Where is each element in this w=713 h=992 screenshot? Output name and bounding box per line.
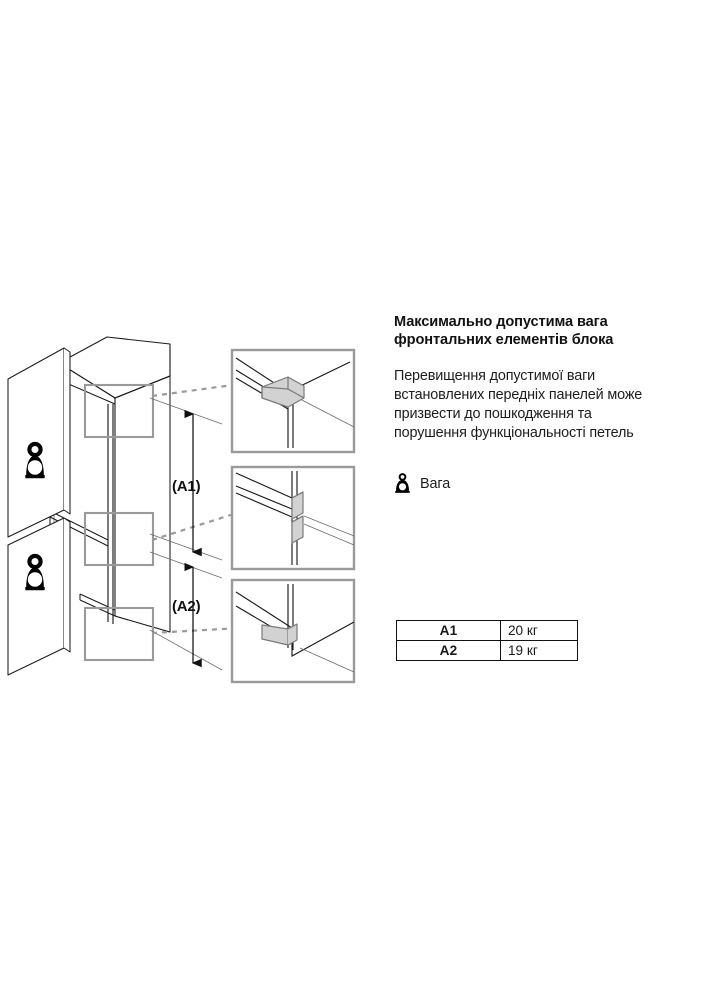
upper-door-panel bbox=[7, 347, 71, 538]
legend-label: Вага bbox=[420, 475, 451, 492]
warning-paragraph: Перевищення допустимої ваги встановлених… bbox=[394, 367, 643, 442]
text-column: Максимально допустима вага фронтальних е… bbox=[394, 314, 702, 444]
door-panels bbox=[7, 347, 71, 676]
detail-view-middle-hinge bbox=[230, 465, 356, 571]
leader-lines bbox=[151, 382, 241, 635]
cabinet-bottom bbox=[114, 600, 171, 633]
callout-box-top bbox=[83, 383, 155, 439]
dimension-label-a1: (A1) bbox=[172, 478, 201, 495]
leader-line-top bbox=[151, 382, 241, 398]
hinge-block-upper bbox=[291, 491, 304, 520]
detail-view-bottom-hinge bbox=[230, 578, 356, 684]
hinge-block bbox=[261, 376, 305, 408]
dimension-label-a2: (A2) bbox=[172, 598, 201, 615]
weight-icon bbox=[25, 553, 45, 591]
weight-limit-table: A1 20 кг A2 19 кг bbox=[396, 620, 578, 661]
table-cell-code: A1 bbox=[396, 620, 501, 641]
table-cell-value: 20 кг bbox=[500, 620, 578, 641]
hinge-block-lower bbox=[291, 515, 304, 544]
hinge-block bbox=[261, 623, 298, 646]
table-row: A2 19 кг bbox=[396, 640, 578, 661]
table-row: A1 20 кг bbox=[396, 620, 578, 641]
weight-icon bbox=[25, 441, 45, 479]
weight-icon bbox=[395, 473, 410, 493]
legend: Вага bbox=[394, 473, 450, 494]
detail-view-top-hinge bbox=[230, 348, 356, 454]
table-cell-code: A2 bbox=[396, 640, 501, 661]
lower-door-panel bbox=[7, 517, 71, 676]
table-cell-value: 19 кг bbox=[500, 640, 578, 661]
callout-box-middle bbox=[83, 511, 155, 567]
page-title: Максимально допустима вага фронтальних е… bbox=[394, 314, 614, 348]
leader-line-middle bbox=[151, 510, 241, 542]
